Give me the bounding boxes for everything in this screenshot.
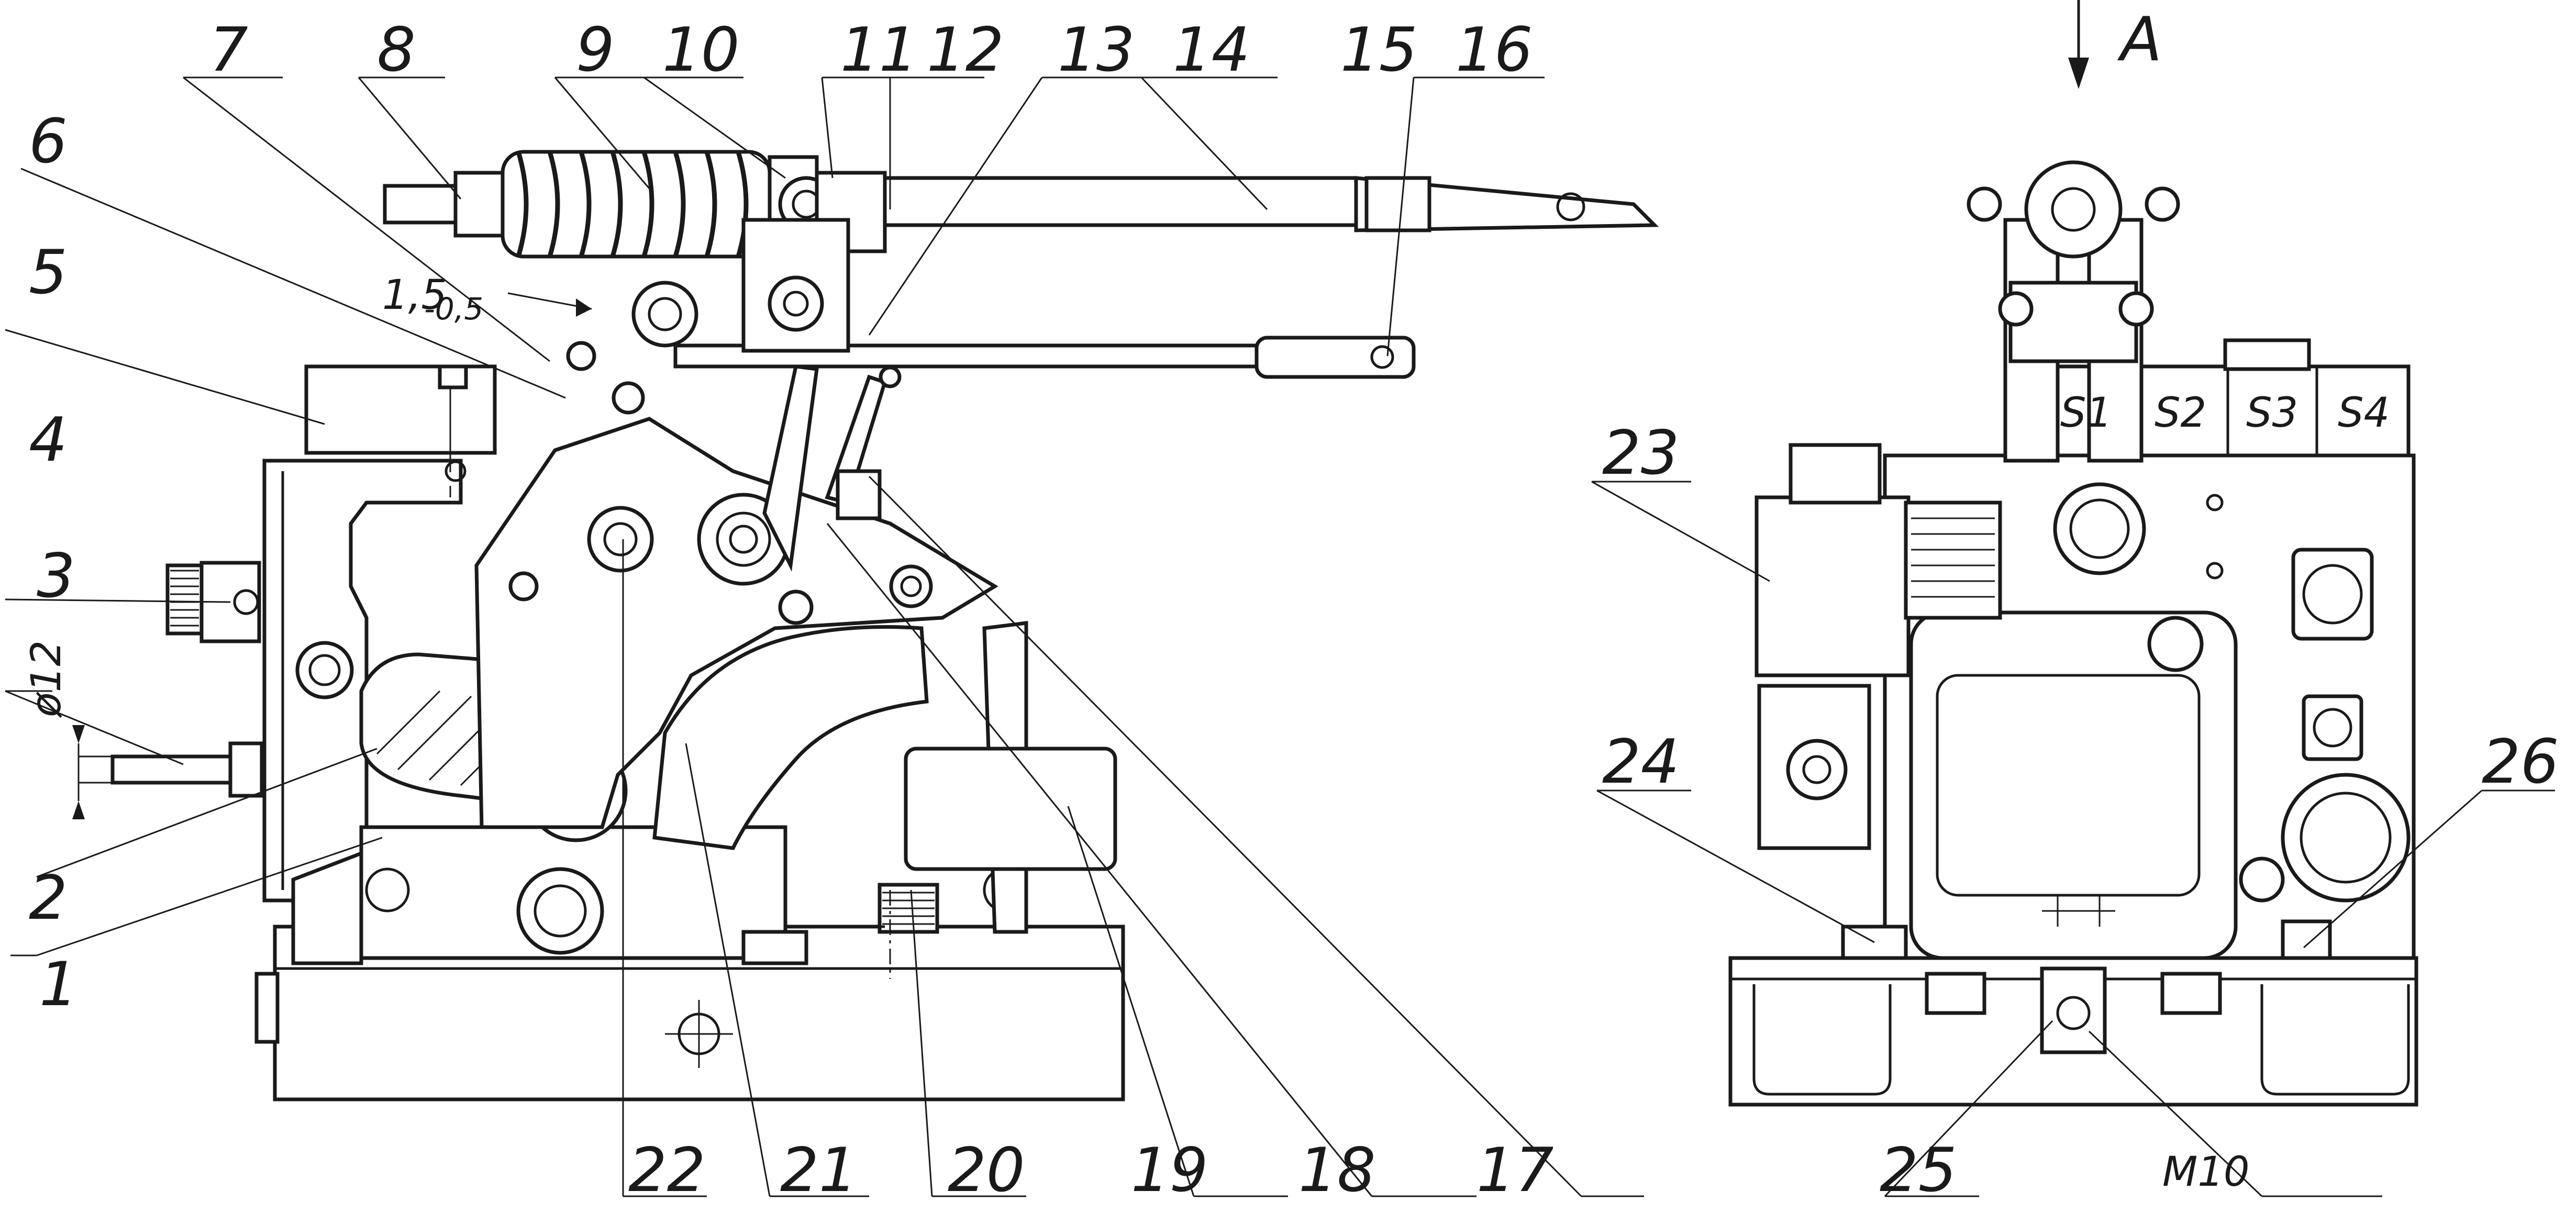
- dimension-thread: M10: [2162, 1149, 2250, 1196]
- callout-15: 15: [1340, 15, 1418, 85]
- side-view: [72, 150, 1659, 1101]
- callout-17: 17: [1476, 1135, 1554, 1206]
- part-15-rod: [883, 176, 1358, 227]
- part-19-block: [904, 747, 1117, 871]
- callout-13: 13: [1058, 15, 1135, 85]
- callout-12: 12: [927, 15, 1004, 85]
- part-5-bracket: [304, 364, 497, 455]
- callout-10: 10: [662, 15, 740, 85]
- dimension-gap: 1,5: [382, 272, 447, 319]
- callout-22: 22: [628, 1135, 706, 1206]
- callout-labels: 1 2 3 4 5 6 7 8 9 10 11 12 13 14 15 16 1…: [29, 15, 2559, 1206]
- dimension-gap-tolerance: -0,5: [424, 291, 483, 327]
- callout-2: 2: [29, 863, 68, 933]
- view-arrow-label: A: [2117, 4, 2162, 75]
- switch-s4: S4: [2338, 390, 2390, 437]
- part-16-rod-end: [1254, 336, 1416, 379]
- callout-8: 8: [377, 15, 416, 85]
- callout-18: 18: [1298, 1135, 1376, 1206]
- callout-14: 14: [1173, 15, 1250, 85]
- callout-23: 23: [1602, 418, 1680, 488]
- callout-16: 16: [1456, 15, 1533, 85]
- callout-21: 21: [780, 1135, 858, 1206]
- callout-7: 7: [209, 15, 248, 85]
- annotations: 1,5 -0,5 ø12 M10 A S1 S2 S3 S4: [23, 4, 2390, 1196]
- callout-26: 26: [2482, 727, 2559, 797]
- callout-24: 24: [1602, 727, 1680, 797]
- part-8-end-cap: [383, 184, 465, 225]
- dimension-diameter: ø12: [23, 640, 70, 718]
- part-9-coil-spring: [501, 150, 772, 259]
- callout-20: 20: [948, 1135, 1025, 1206]
- callout-6: 6: [29, 106, 68, 177]
- end-view-a: [1728, 0, 2418, 1107]
- callout-5: 5: [29, 237, 68, 308]
- switch-s3: S3: [2246, 390, 2298, 437]
- callout-1: 1: [39, 949, 78, 1020]
- callout-19: 19: [1131, 1135, 1208, 1206]
- callout-4: 4: [29, 405, 68, 475]
- callout-11: 11: [840, 15, 918, 85]
- callout-9: 9: [576, 15, 615, 85]
- switch-s1: S1: [2060, 390, 2112, 437]
- part-4-knurled-knob: [165, 563, 204, 636]
- leader-lines: [5, 76, 2555, 1197]
- part-23-box: [1755, 495, 1911, 677]
- base-foot-left: [254, 972, 280, 1044]
- callout-3: 3: [37, 541, 75, 611]
- callout-25: 25: [1880, 1135, 1957, 1206]
- switch-s2: S2: [2155, 390, 2206, 437]
